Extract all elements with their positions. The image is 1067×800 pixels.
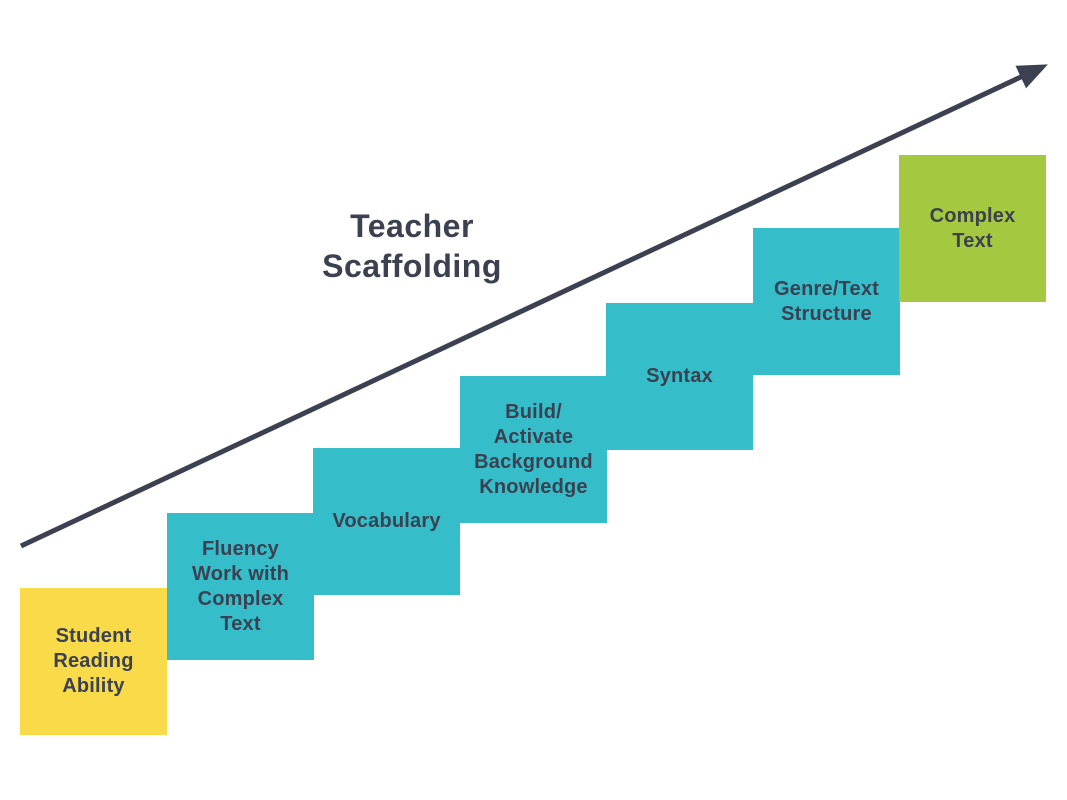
step-fluency-work-with-complex-text: Fluency Work with Complex Text xyxy=(167,513,314,660)
step-label: Fluency Work with Complex Text xyxy=(192,537,289,635)
step-label: Complex Text xyxy=(929,204,1016,252)
step-complex-text: Complex Text xyxy=(899,155,1046,302)
step-label: Genre/Text Structure xyxy=(774,277,879,325)
step-label: Build/ Activate Background Knowledge xyxy=(474,400,593,498)
diagram-title: Teacher Scaffolding xyxy=(322,208,502,284)
step-label: Syntax xyxy=(646,365,713,387)
step-build-activate-background-knowledge: Build/ Activate Background Knowledge xyxy=(460,376,607,523)
step-genre-text-structure: Genre/Text Structure xyxy=(753,228,900,375)
step-student-reading-ability: Student Reading Ability xyxy=(20,588,167,735)
step-vocabulary: Vocabulary xyxy=(313,448,460,595)
step-syntax: Syntax xyxy=(606,303,753,450)
step-label: Vocabulary xyxy=(332,510,441,532)
step-label: Student Reading Ability xyxy=(53,625,134,697)
